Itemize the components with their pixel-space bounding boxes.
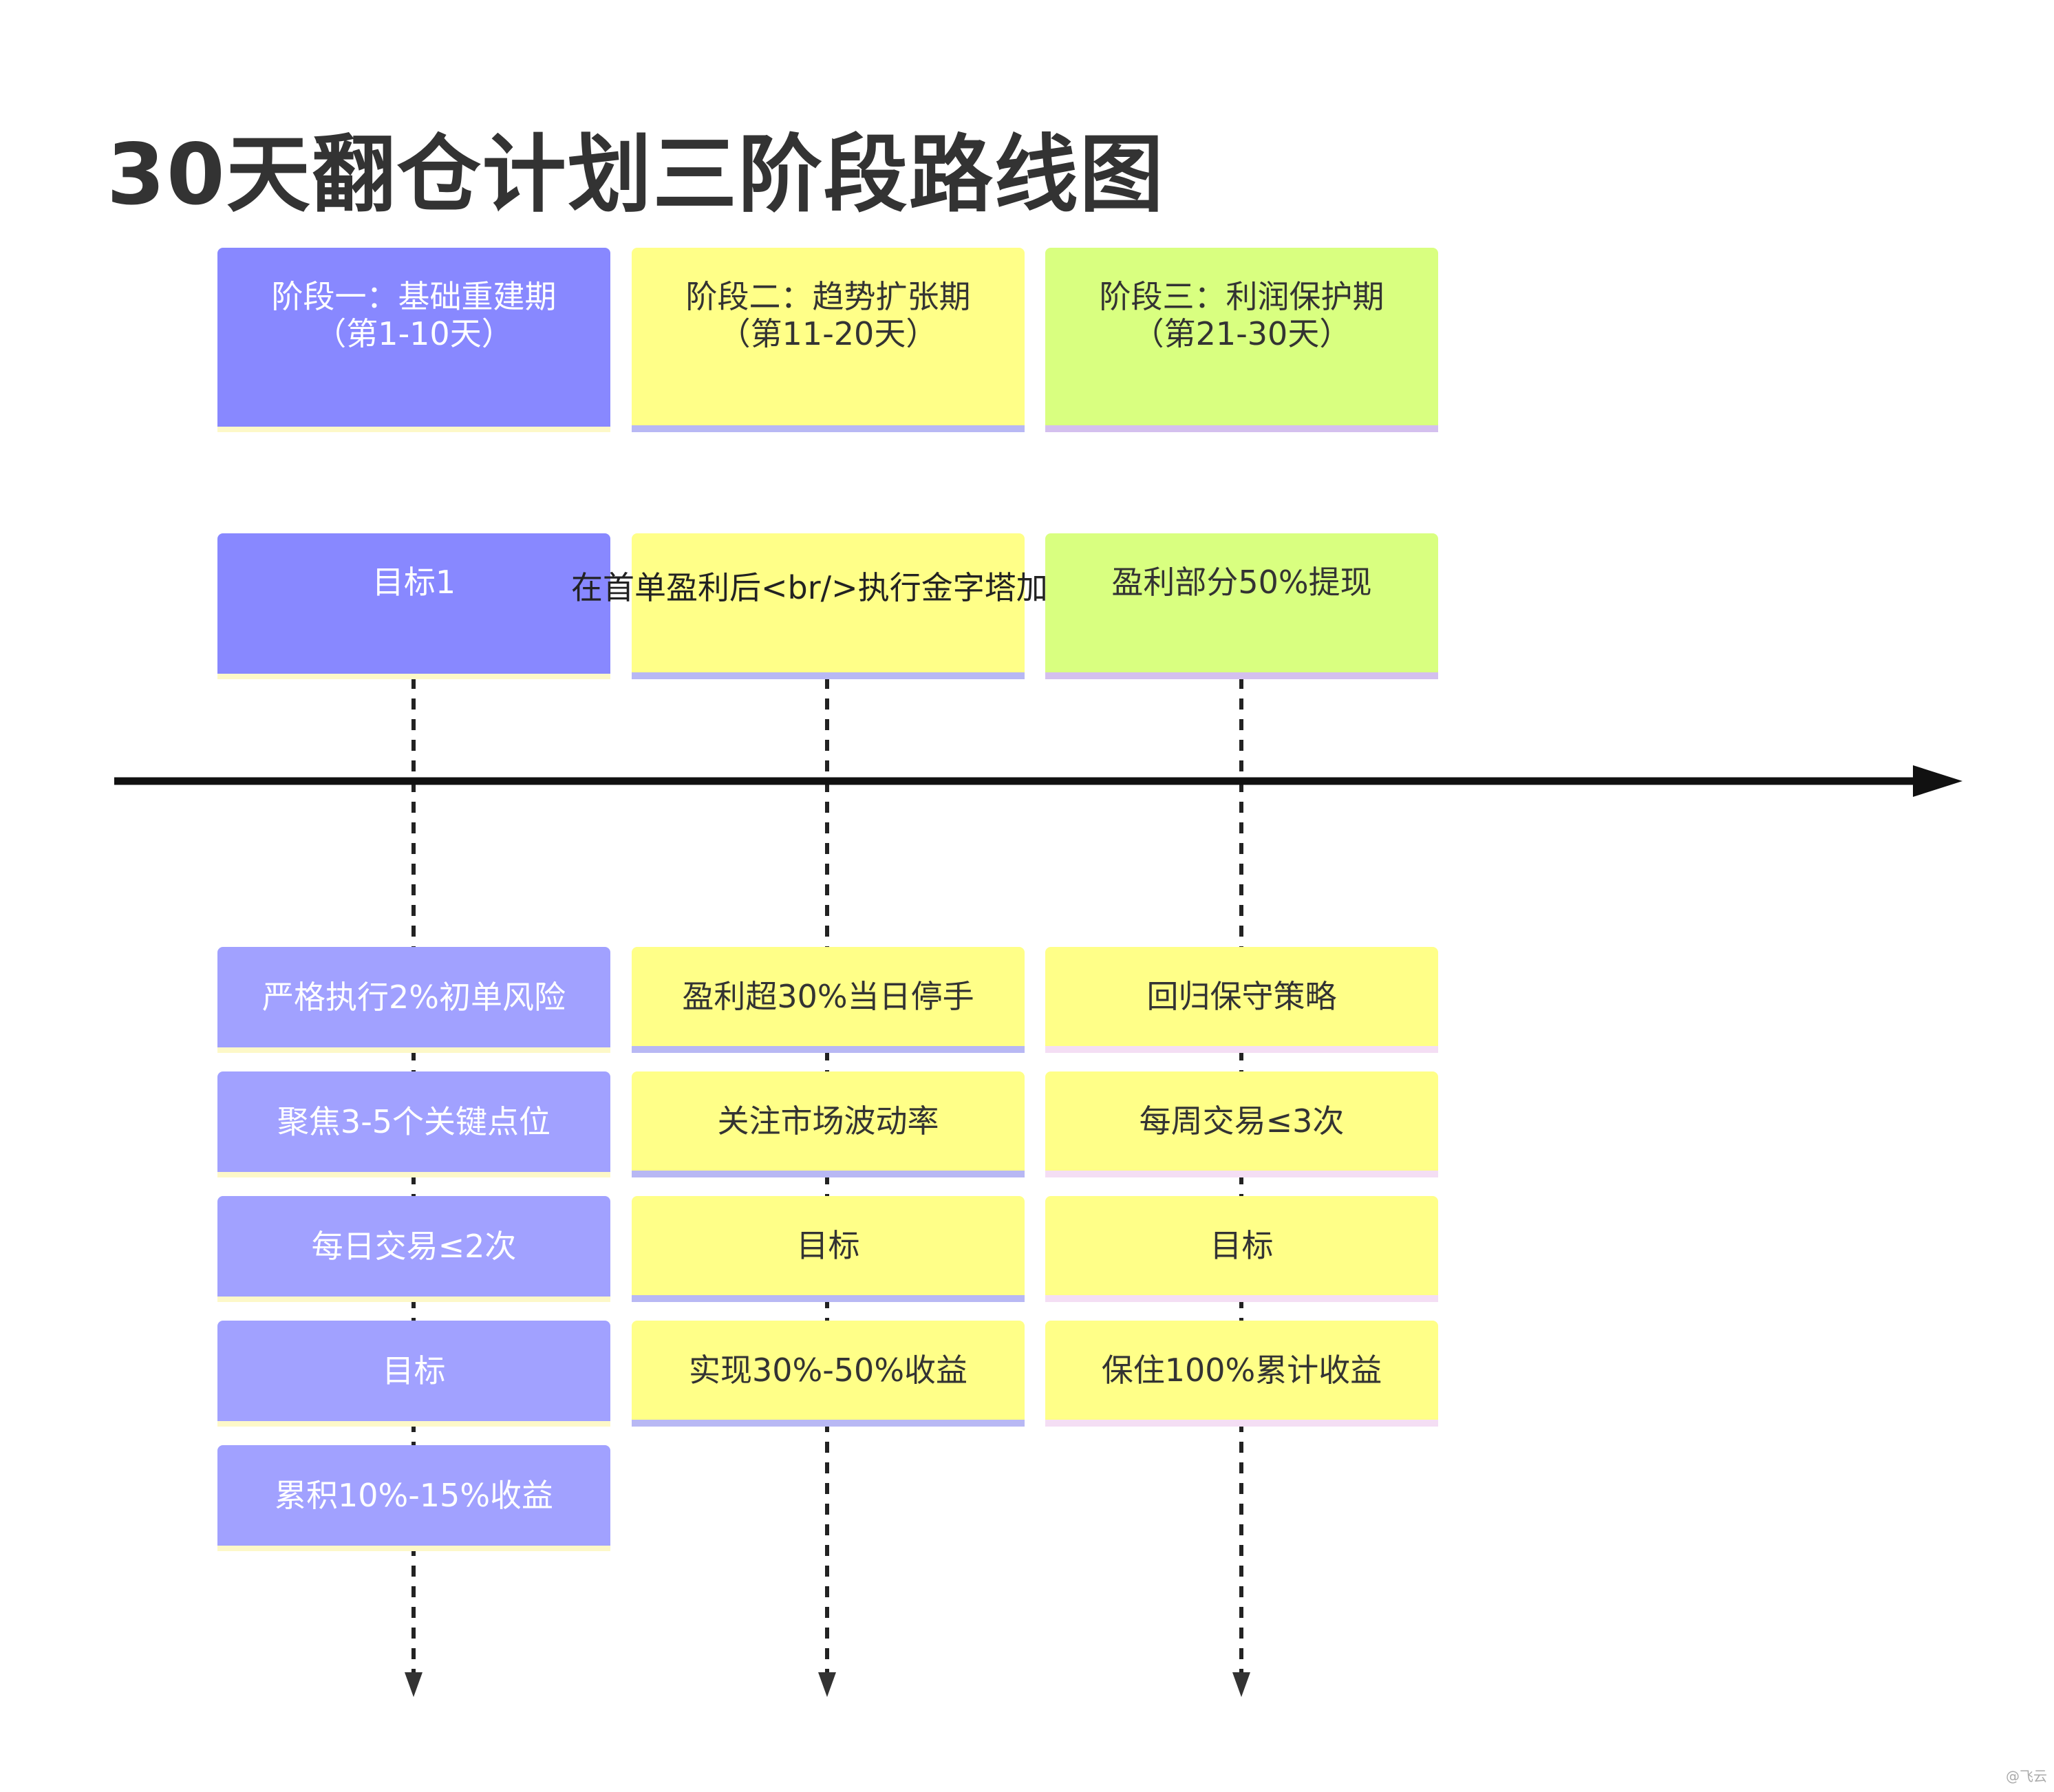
phase-3-goal: 盈利部分50%提现 <box>1045 533 1438 679</box>
phase-3-header: 阶段三：利润保护期 （第21-30天） <box>1045 248 1438 432</box>
phase-3-header-title: 阶段三：利润保护期 <box>1099 278 1384 315</box>
phase-1-item-1-label: 严格执行2%初单风险 <box>262 979 566 1016</box>
phase-3-item-2: 每周交易≤3次 <box>1045 1071 1438 1177</box>
phase-2-header-title: 阶段二：趋势扩张期 <box>685 278 971 315</box>
phase-3-item-4: 保住100%累计收益 <box>1045 1321 1438 1427</box>
phase-3-item-1: 回归保守策略 <box>1045 947 1438 1053</box>
phase-2-item-4: 实现30%-50%收益 <box>632 1321 1025 1427</box>
phase-1-item-4: 目标 <box>217 1321 610 1427</box>
phase-2-item-2: 关注市场波动率 <box>632 1071 1025 1177</box>
phase-1-goal: 目标1 <box>217 533 610 679</box>
phase-1-header-title: 阶段一：基础重建期 <box>271 278 557 315</box>
phase-1-item-5-label: 累积10%-15%收益 <box>274 1477 554 1514</box>
page-title: 30天翻仓计划三阶段路线图 <box>107 126 1165 224</box>
phase-1-goal-label: 目标1 <box>372 564 456 601</box>
phase-1-item-4-label: 目标 <box>382 1352 446 1389</box>
phase-1-item-1: 严格执行2%初单风险 <box>217 947 610 1053</box>
phase-2-item-4-label: 实现30%-50%收益 <box>688 1352 968 1389</box>
phase-2-header-days: （第11-20天） <box>718 315 938 352</box>
phase-1-item-2-label: 聚焦3-5个关键点位 <box>277 1103 551 1140</box>
timeline-arrowhead-1 <box>405 1672 422 1697</box>
phase-3-goal-label: 盈利部分50%提现 <box>1111 564 1372 601</box>
time-axis-arrowhead <box>1913 765 1962 797</box>
phase-2-item-2-label: 关注市场波动率 <box>717 1102 939 1140</box>
watermark: @飞云 <box>2006 1768 2047 1784</box>
phase-2-goal-label: 在首单盈利后<br/>执行金字塔加 <box>571 569 1048 606</box>
timeline-arrowhead-3 <box>1232 1672 1250 1697</box>
phase-1-item-3: 每日交易≤2次 <box>217 1196 610 1302</box>
phase-2-header: 阶段二：趋势扩张期 （第11-20天） <box>632 248 1025 432</box>
phase-2-item-3: 目标 <box>632 1196 1025 1302</box>
phase-1-header-days: （第1-10天） <box>314 315 513 352</box>
phase-3-item-4-label: 保住100%累计收益 <box>1101 1352 1382 1389</box>
phase-3-item-1-label: 回归保守策略 <box>1146 978 1337 1015</box>
phase-1-header: 阶段一：基础重建期 （第1-10天） <box>217 248 610 432</box>
phase-2-goal <box>632 533 1025 679</box>
phase-3-item-2-label: 每周交易≤3次 <box>1139 1102 1345 1140</box>
phase-3-item-3-label: 目标 <box>1210 1227 1274 1264</box>
phase-3-header-days: （第21-30天） <box>1132 315 1351 352</box>
phase-3-item-3: 目标 <box>1045 1196 1438 1302</box>
phase-1-item-3-label: 每日交易≤2次 <box>311 1228 517 1265</box>
timeline-arrowhead-2 <box>818 1672 836 1697</box>
phase-2-item-3-label: 目标 <box>796 1227 860 1264</box>
phase-1-item-5: 累积10%-15%收益 <box>217 1445 610 1551</box>
phase-2-item-1-label: 盈利超30%当日停手 <box>682 978 974 1015</box>
phase-2-item-1: 盈利超30%当日停手 <box>632 947 1025 1053</box>
phase-1-item-2: 聚焦3-5个关键点位 <box>217 1071 610 1177</box>
